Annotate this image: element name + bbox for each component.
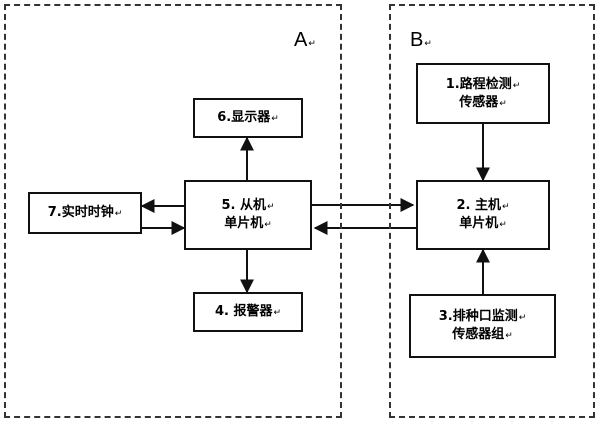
block-alarm: 4. 报警器↵ <box>193 292 303 332</box>
block-4-line-1: 4. 报警器↵ <box>214 304 282 320</box>
block-1-line-1: 1.路程检测↵ <box>445 76 521 92</box>
block-display: 6.显示器↵ <box>193 98 303 138</box>
block-1-line-2: 传感器↵ <box>459 94 507 110</box>
block-3-line-2: 传感器组↵ <box>452 327 513 342</box>
region-a <box>4 4 342 418</box>
region-a-label: A↵ <box>294 29 316 51</box>
region-b <box>389 4 595 418</box>
block-6-line-1: 6.显示器↵ <box>217 110 279 126</box>
block-5-line-2: 单片机↵ <box>224 216 272 231</box>
block-master-mcu: 2. 主机↵ 单片机↵ <box>416 180 550 250</box>
block-slave-mcu: 5. 从机↵ 单片机↵ <box>184 180 312 250</box>
block-seed-port-sensor-group: 3.排种口监测↵ 传感器组↵ <box>409 294 556 358</box>
block-7-line-1: 7.实时时钟↵ <box>47 205 123 221</box>
block-distance-sensor: 1.路程检测↵ 传感器↵ <box>416 63 550 124</box>
block-2-line-1: 2. 主机↵ <box>456 198 510 214</box>
block-3-line-1: 3.排种口监测↵ <box>438 309 527 325</box>
region-b-label: B↵ <box>410 29 432 51</box>
block-5-line-1: 5. 从机↵ <box>221 198 275 214</box>
block-real-time-clock: 7.实时时钟↵ <box>28 192 142 234</box>
block-2-line-2: 单片机↵ <box>459 216 507 231</box>
